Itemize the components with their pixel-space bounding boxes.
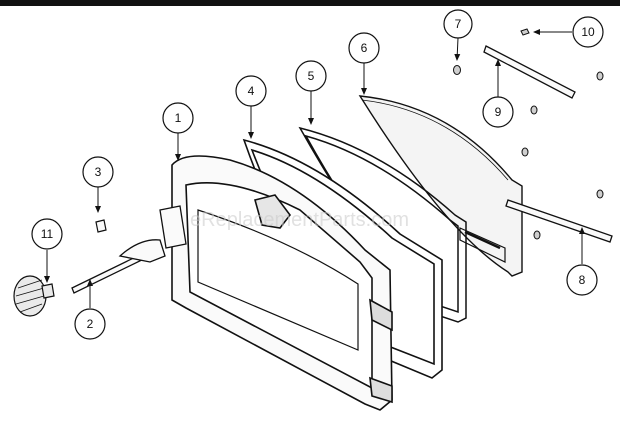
- part-1-door: [171, 155, 393, 411]
- callout-6: 6: [348, 32, 380, 64]
- callout-1: 1: [162, 102, 194, 134]
- part-11-spring-handle: [13, 275, 55, 317]
- part-2-handle: [71, 205, 187, 294]
- callout-11-label: 11: [41, 227, 54, 241]
- part-8-retainer-bar: [505, 199, 613, 243]
- callout-3-label: 3: [95, 165, 102, 179]
- callout-3: 3: [82, 156, 114, 188]
- part-3-pin: [95, 219, 107, 233]
- callout-7: 7: [443, 9, 473, 39]
- callout-2: 2: [74, 308, 106, 340]
- leader-lines: [44, 29, 585, 308]
- callout-4: 4: [235, 75, 267, 107]
- callout-5: 5: [295, 60, 327, 92]
- callout-4-label: 4: [248, 84, 255, 98]
- callout-10: 10: [572, 16, 604, 48]
- watermark: eReplacementParts.com: [190, 209, 409, 231]
- callout-8-label: 8: [579, 273, 586, 287]
- callout-8: 8: [566, 264, 598, 296]
- callout-5-label: 5: [308, 69, 315, 83]
- callout-9-label: 9: [495, 105, 502, 119]
- screws: [453, 28, 604, 240]
- callout-7-label: 7: [455, 17, 462, 31]
- part-9-retainer-bar: [483, 45, 576, 99]
- callout-6-label: 6: [361, 41, 368, 55]
- part-6-glass-panel: [358, 95, 523, 277]
- callout-2-label: 2: [87, 317, 94, 331]
- callout-9: 9: [482, 96, 514, 128]
- callout-11: 11: [31, 218, 63, 250]
- top-border: [0, 0, 620, 6]
- callout-1-label: 1: [175, 111, 182, 125]
- callout-10-label: 10: [581, 25, 595, 39]
